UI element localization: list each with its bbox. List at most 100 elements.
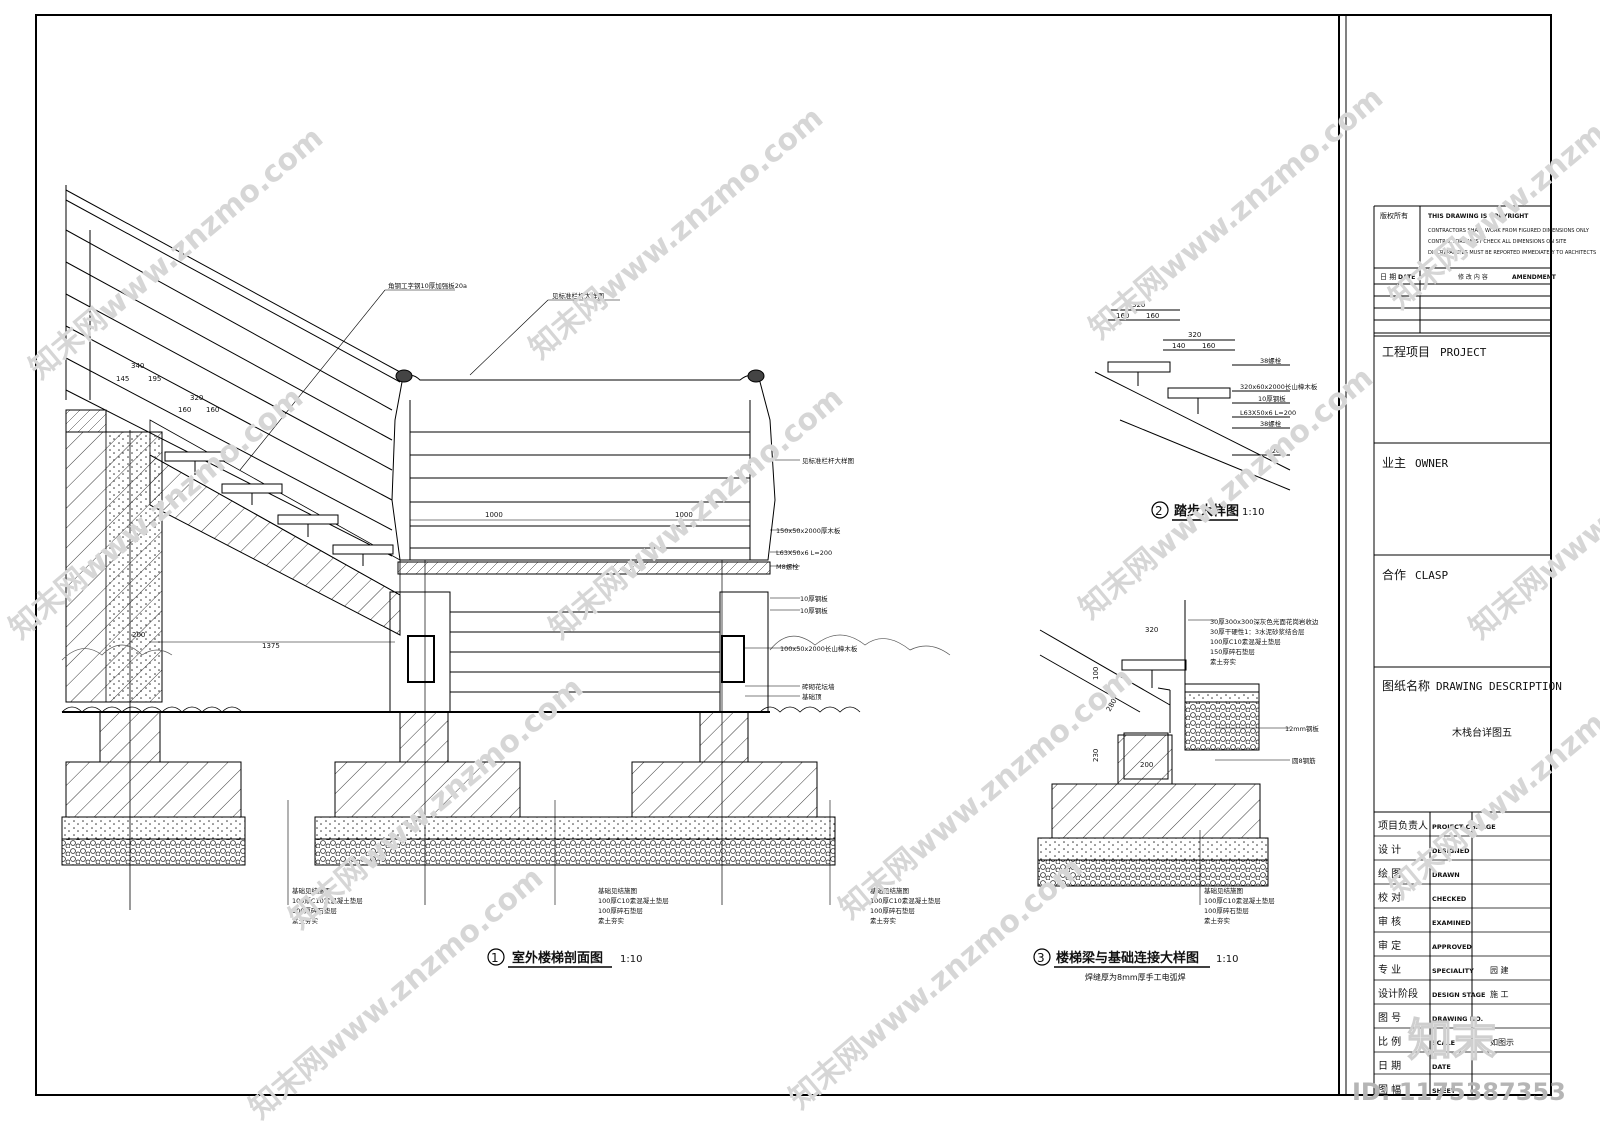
watermark-logo: 知末 [1408,1015,1496,1066]
foundation-notes-b: 基础见结施图 100厚C10素混凝土垫层 100厚碎石垫层 素土夯实 [598,886,669,925]
dim-340: 340 [131,362,144,370]
watermark-text: 知末网www.znzmo.com [783,850,1090,1116]
tb-row-value: 施 工 [1490,989,1509,999]
date-label: 日 期 [1380,273,1396,281]
watermark-text: 知末网www.znzmo.com [283,670,590,936]
d3-dim-200: 200 [1140,761,1153,769]
svg-text:100厚碎石垫层: 100厚碎石垫层 [870,906,915,915]
tb-row-cn: 绘 图 [1378,867,1401,880]
d2-title: 踏步大样图 [1174,503,1239,519]
note-plank: 150x50x2000厚木板 [776,526,841,535]
tb-row-value: 如图示 [1490,1037,1514,1047]
drawing-2-tread-detail: 320 160 160 320 140 160 38螺栓 320x60x2000… [1094,301,1318,521]
watermark-text: 知末网www.znzmo.com [1463,380,1600,646]
tb-row-en: DESIGN STAGE [1432,991,1485,999]
owner-cn: 业主 [1382,456,1406,470]
tb-row-cn: 比 例 [1378,1035,1401,1048]
svg-text:基础见结施图: 基础见结施图 [292,886,331,895]
svg-text:100厚碎石垫层: 100厚碎石垫层 [598,906,643,915]
tb-row-en: DATE [1432,1063,1451,1071]
d2-number: 2 [1155,504,1163,518]
svg-text:基础见结施图: 基础见结施图 [1204,886,1243,895]
svg-text:素土夯实: 素土夯实 [598,916,625,925]
title-block: 版权所有 THIS DRAWING IS COPYRIGHT CONTRACTO… [1373,205,1596,1096]
note-rail-top: 见标准栏杆大样图 [552,291,604,300]
tb-row-en: SCALE [1432,1039,1455,1047]
d3-dim-230: 230 [1092,749,1100,762]
clasp-en: CLASP [1415,569,1448,582]
svg-text:150厚碎石垫层: 150厚碎石垫层 [1210,647,1255,656]
copyright-label: 版权所有 [1380,211,1408,220]
date-en: DATE [1398,274,1415,281]
d2-dim-b: 160 [1146,312,1159,320]
d3-foundation-notes: 基础见结施图 100厚C10素混凝土垫层 100厚碎石垫层 素土夯实 [1204,886,1275,925]
tb-row-en: EXAMINED [1432,919,1471,927]
amend-label: 修 改 内 容 [1458,273,1488,281]
svg-text:100厚C10素混凝土垫层: 100厚C10素混凝土垫层 [870,896,941,905]
drawing-1-stair-section: 角钢工字钢10厚加强板20a 见标准栏杆大样图 见标准栏杆大样图 150x50x… [61,185,951,968]
tb-row-en: SHEET [1432,1087,1456,1095]
tb-row-cn: 图 幅 [1378,1083,1401,1096]
note-base1: 砖砌花坛墙 [802,682,835,691]
d3-scale: 1:10 [1216,954,1238,965]
svg-text:100厚碎石垫层: 100厚碎石垫层 [1204,906,1249,915]
d2-dim-total2: 320 [1188,331,1201,339]
tb-row-cn: 校 对 [1378,891,1401,904]
svg-text:素土夯实: 素土夯实 [292,916,319,925]
tb-row-cn: 日 期 [1378,1060,1401,1072]
note-plate1: 10厚钢板 [800,594,828,603]
d3-plate: 12mm钢板 [1285,724,1319,733]
watermark-text: 知末网www.znzmo.com [243,860,550,1126]
copyright-line: CONTRACTORS SHALL WORK FROM FIGURED DIME… [1428,228,1590,234]
watermark-text: 知末网www.znzmo.com [1383,50,1600,316]
dim-1000b: 1000 [675,511,693,519]
note-beam: 100x50x2000长山樟木板 [780,644,858,653]
tb-row-value: 园 建 [1490,965,1509,975]
svg-text:基础见结施图: 基础见结施图 [598,886,637,895]
svg-text:100厚C10素混凝土垫层: 100厚C10素混凝土垫层 [292,896,363,905]
d1-number: 1 [491,951,499,965]
tb-row-en: DRAWING NO. [1432,1015,1483,1023]
d2-bolt2: 38螺栓 [1260,419,1282,428]
watermark-text: 知末网www.znzmo.com [23,120,330,386]
d2-angle: L63X50x6 L=200 [1240,409,1296,417]
watermark-text: 知末网www.znzmo.com [523,100,830,366]
d2-dim-d: 160 [1202,342,1215,350]
copyright-line: DISCREPANCIES MUST BE REPORTED IMMEDIATE… [1428,250,1596,256]
dim-200: 200 [132,631,145,639]
tb-row-cn: 审 定 [1378,939,1401,952]
svg-text:素土夯实: 素土夯实 [870,916,897,925]
tb-row-en: DESIGNED [1432,847,1470,855]
d1-scale: 1:10 [620,954,642,965]
svg-text:素土夯实: 素土夯实 [1210,657,1237,666]
note-rail-right: 见标准栏杆大样图 [802,456,854,465]
note-steel: 角钢工字钢10厚加强板20a [388,281,467,290]
d2-scale: 1:10 [1242,507,1264,518]
foundation-notes-a: 基础见结施图 100厚C10素混凝土垫层 100厚碎石垫层 素土夯实 [292,886,363,925]
note-plate2: 10厚钢板 [800,606,828,615]
amend-en: AMENDMENT [1512,274,1557,281]
note-bolt: M8螺栓 [776,562,799,571]
d3-rebar: 圆8钢筋 [1292,756,1316,765]
note-base2: 基础顶 [802,692,822,701]
tb-row-cn: 项目负责人 [1378,819,1428,832]
svg-text:30厚300x300深灰色光面花岗岩收边: 30厚300x300深灰色光面花岗岩收边 [1210,617,1319,626]
d3-dim-100: 100 [1092,667,1100,680]
d3-subtitle: 焊缝厚为8mm厚手工电弧焊 [1085,972,1186,982]
dim-1375: 1375 [262,642,280,650]
svg-text:100厚碎石垫层: 100厚碎石垫层 [292,906,337,915]
desc-en: DRAWING DESCRIPTION [1436,680,1562,693]
dim-1000a: 1000 [485,511,503,519]
tb-row-en: DRAWN [1432,871,1460,879]
svg-text:100厚C10素混凝土垫层: 100厚C10素混凝土垫层 [598,896,669,905]
d3-number: 3 [1037,951,1045,965]
project-en: PROJECT [1440,346,1487,359]
tb-row-cn: 图 号 [1378,1012,1401,1024]
d3-title: 楼梯梁与基础连接大样图 [1056,950,1199,966]
project-cn: 工程项目 [1382,344,1430,359]
platform-railing [391,369,776,561]
drawing-3-beam-foundation-detail: 320 100 280 230 200 30厚300x300深灰色光面花岗岩收边… [1033,600,1319,982]
